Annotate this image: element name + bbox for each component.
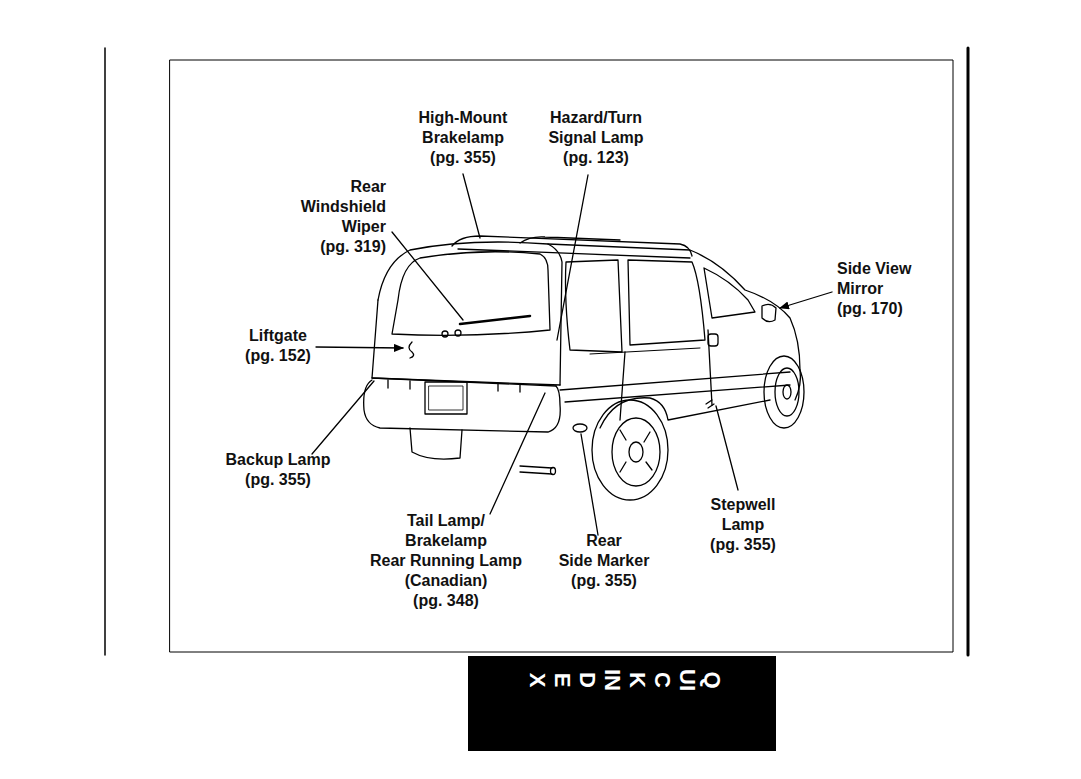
callout-label: Rear Side Marker (pg. 355) bbox=[559, 531, 650, 591]
callout-label: Backup Lamp (pg. 355) bbox=[226, 450, 331, 490]
callout-label: Liftgate (pg. 152) bbox=[245, 326, 311, 366]
callout-label: Tail Lamp/ Brakelamp Rear Running Lamp (… bbox=[370, 511, 522, 611]
callout-label: High-Mount Brakelamp (pg. 355) bbox=[419, 108, 508, 168]
callout-label: Stepwell Lamp (pg. 355) bbox=[710, 495, 776, 555]
callout-label: Rear Windshield Wiper (pg. 319) bbox=[301, 177, 386, 257]
callout-label: Side View Mirror (pg. 170) bbox=[837, 259, 911, 319]
callout-label: Hazard/Turn Signal Lamp (pg. 123) bbox=[548, 108, 643, 168]
index-tab-text: QUICK INDEX bbox=[525, 669, 725, 691]
